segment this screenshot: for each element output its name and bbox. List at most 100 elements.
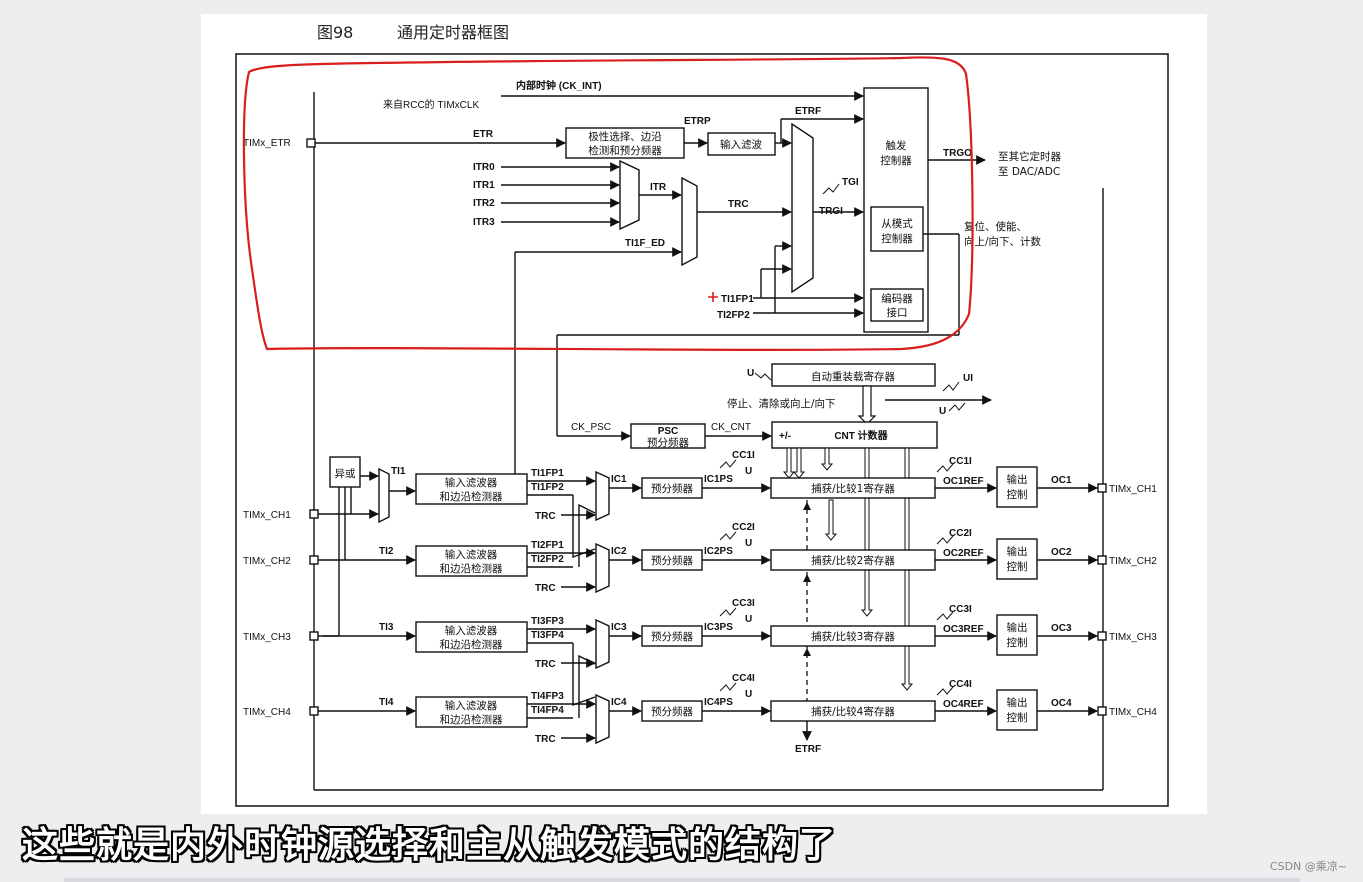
encoder-line2: 接口 [887,306,908,319]
ch1-ccxi-lightning-icon [719,459,737,469]
ch3-ic-label: IC3 [611,622,627,633]
ch2-icps-label: IC2PS [704,546,733,557]
ch1-icps-label: IC1PS [704,474,733,485]
ch2-filter-line2: 和边沿检测器 [440,562,503,575]
ch1-filter-line1: 输入滤波器 [445,476,498,489]
ch2-oc-label: OC2 [1051,547,1072,558]
ti1fp1-label: TI1FP1 [721,294,754,305]
encoder-interface [870,288,924,322]
ch3-ccxi-right-label: CC3I [949,604,972,615]
u-lightning-icon [948,402,966,412]
ch2-ccxi-right-label: CC2I [949,528,972,539]
ch4-fpb-label: TI4FP4 [531,705,564,716]
cnt-to-ccr3-arrow [860,447,874,617]
ch4-filter-line2: 和边沿检测器 [440,713,503,726]
ch2-input-filter [415,545,528,577]
ch2-ccxi-lightning-icon [719,531,737,541]
ch3-ocref-label: OC3REF [943,624,984,635]
psc-label: PSC [658,426,679,437]
pin-ch2[interactable] [309,555,319,565]
trigger-select-mux [791,122,814,294]
ch4-ocref-label: OC4REF [943,699,984,710]
video-subtitle: 这些就是内外时钟源选择和主从触发模式的结构了 [22,825,837,866]
ch2-output-line1: 输出 [1007,545,1028,558]
ti2fp2-label: TI2FP2 [717,310,750,321]
polarity-block-line2: 检测和预分频器 [588,144,662,157]
tgi-label: TGI [842,177,859,188]
ch1-cross-wire [572,495,596,558]
ch4-output-control [996,689,1038,731]
ch2-ccxi-right-lightning-icon [936,535,954,545]
itr2-label: ITR2 [473,198,495,209]
ccr1-label: 捕获/比较1寄存器 [811,482,895,495]
ch4-oc-label: OC4 [1051,698,1072,709]
ch1-ccxi-right-label: CC1I [949,456,972,467]
pin-ch4[interactable] [309,706,319,716]
polarity-block-line1: 极性选择、边沿 [588,130,662,143]
ch3-ccxi-left-label: CC3I [732,598,755,609]
ch4-filter-line1: 输入滤波器 [445,699,498,712]
ch3-ccxi-lightning-icon [719,607,737,617]
ck-psc-label: CK_PSC [571,422,611,433]
ch1-ocref-label: OC1REF [943,476,984,487]
ch1-trc-label: TRC [535,511,556,522]
ch3-output-line2: 控制 [1007,636,1028,649]
psc-prescaler [630,423,706,449]
ch4-ccxi-lightning-icon [719,682,737,692]
slave-ctrl-line2: 控制器 [881,232,913,245]
stop-clear-label: 停止、清除或向上/向下 [727,397,836,410]
cnt-to-ccr1-arrow-a [782,447,796,479]
pin-ch3-label: TIMx_CH3 [243,632,291,643]
ccr4-label: 捕获/比较4寄存器 [811,705,895,718]
slave-mode-controller [870,206,924,252]
ch3-u-label: U [745,614,752,625]
ch3-output-control [996,614,1038,656]
slave-out-text-1: 复位、使能、 [964,220,1027,233]
ch1-oc-label: OC1 [1051,475,1072,486]
ch4-ic-mux [595,693,610,745]
arr-to-cnt-arrow [857,385,877,425]
dash-arrow-1 [803,502,811,510]
ti1-label: TI1 [391,466,406,477]
etr-input-filter-label: 输入滤波 [720,138,762,151]
itr1-label: ITR1 [473,180,495,191]
ti1f-ed-label: TI1F_ED [625,238,665,249]
timer-block-diagram: 图98 通用定时器框图 TIMx_ETR ETR 内部时钟 (CK_INT) 来… [235,23,1169,807]
pin-ch4-out[interactable] [1097,706,1107,716]
ch4-ccxi-right-lightning-icon [936,686,954,696]
ch4-output-line2: 控制 [1007,711,1028,724]
cnt-sign-label: +/- [779,431,791,442]
ch3-ccxi-right-lightning-icon [936,611,954,621]
update-u-label: U [939,406,946,417]
pin-etr[interactable] [306,138,316,148]
pin-ch1-out[interactable] [1097,483,1107,493]
ch2-prescaler-label: 预分频器 [651,554,693,567]
pin-ch2-out[interactable] [1097,555,1107,565]
ccr3-label: 捕获/比较3寄存器 [811,630,895,643]
ch4-input-filter [415,696,528,728]
trigger-ctrl-line1: 触发 [886,139,907,152]
itr0-label: ITR0 [473,162,495,173]
ccr2-label: 捕获/比较2寄存器 [811,554,895,567]
ch2-ic-label: IC2 [611,546,627,557]
pin-ch3[interactable] [309,631,319,641]
itr-mux [619,159,640,231]
ch2-cross-wire [578,503,596,567]
auto-reload-label: 自动重装载寄存器 [811,370,895,383]
ch3-filter-line2: 和边沿检测器 [440,638,503,651]
video-progress-bar[interactable] [64,878,1300,882]
ch1-ic-mux [595,470,610,522]
ch1-output-line1: 输出 [1007,473,1028,486]
ch4-cross-wire [578,654,596,718]
ch4-output-line1: 输出 [1007,696,1028,709]
ch1-ccxi-left-label: CC1I [732,450,755,461]
auto-reload-register [771,363,936,387]
ch1-filter-line2: 和边沿检测器 [440,490,503,503]
pin-ch1[interactable] [309,509,319,519]
ui-lightning-icon [942,381,960,392]
pin-ch3-out[interactable] [1097,631,1107,641]
slave-ctrl-line1: 从模式 [881,217,913,230]
ch3-cross-wire [572,643,596,706]
figure-page: 图98 通用定时器框图 TIMx_ETR ETR 内部时钟 (CK_INT) 来… [201,14,1207,814]
psc-sub-label: 预分频器 [647,436,689,449]
